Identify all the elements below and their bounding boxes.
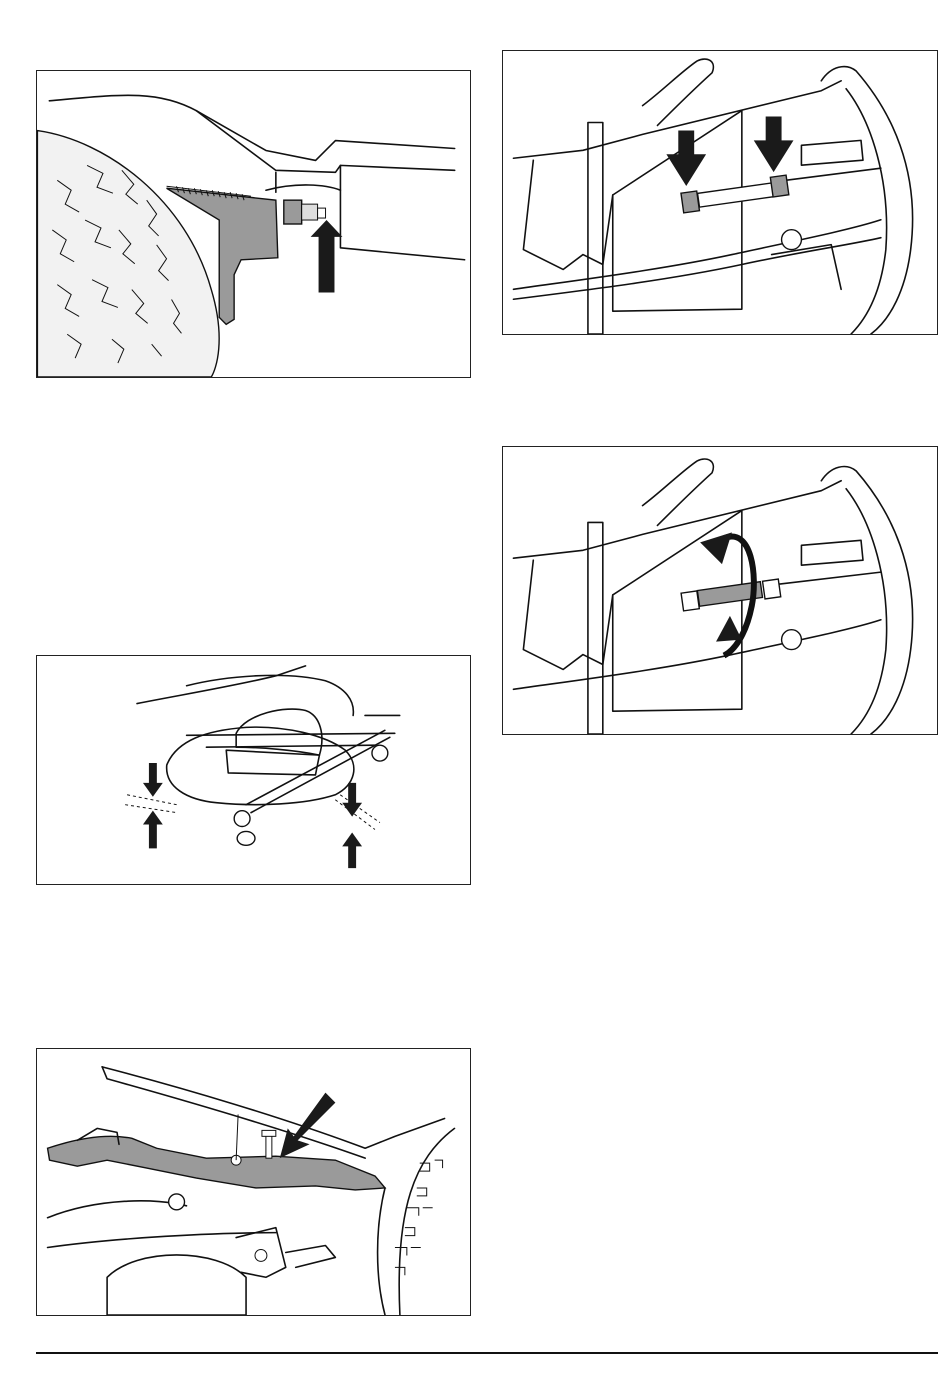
- figure-link-rod-nuts: [502, 50, 938, 335]
- figure-rear-bracket: [36, 70, 471, 378]
- deck-bolt-illustration: [37, 1049, 470, 1315]
- deck-level-illustration: [37, 656, 470, 884]
- rear-bracket-illustration: [37, 71, 470, 377]
- link-rod-nuts-illustration: [503, 51, 937, 334]
- figure-deck-level: [36, 655, 471, 885]
- figure-deck-bolt: [36, 1048, 471, 1316]
- link-rod-rotate-illustration: [503, 447, 937, 734]
- footer-rule: [36, 1352, 938, 1354]
- figure-link-rod-rotate: [502, 446, 938, 735]
